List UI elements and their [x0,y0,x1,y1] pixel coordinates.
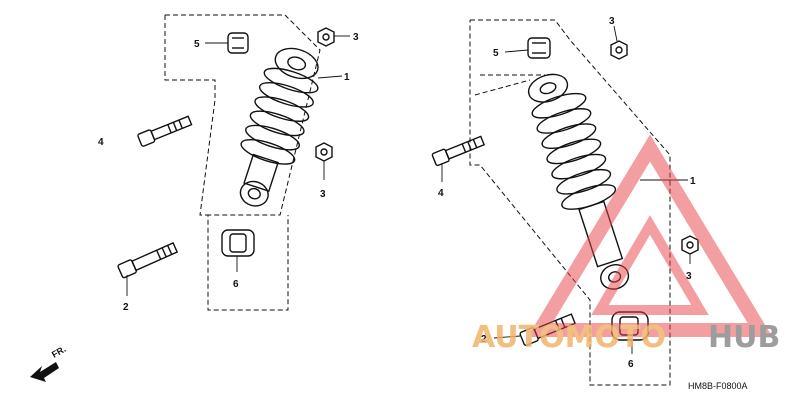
nut-part-3-mid: 3 [315,142,333,200]
watermark-triangle-icon [527,134,773,337]
front-direction-arrow-icon: FR. [30,344,68,382]
label-3-top: 3 [353,32,359,43]
label-2-right: 2 [481,334,487,345]
label-4-right: 4 [438,188,444,199]
label-5: 5 [194,39,200,50]
right-assembly-boundary [469,19,671,386]
bolt-part-4-right [431,135,486,167]
watermark-text-grey: HUB [708,320,780,355]
bushing-part-6: 6 [221,229,255,290]
nut-part-3-top-right: 3 [609,16,628,60]
label-6-left: 6 [233,279,239,290]
diagram-code: HM8B-F0800A [688,381,748,391]
label-1-right: 1 [690,176,696,187]
left-assembly-boundary [165,14,321,311]
bushing-part-5-right: 5 [493,37,551,59]
bushing-part-5: 5 [194,32,249,54]
nut-part-3-mid-right: 3 [681,235,699,282]
label-3-top-right: 3 [609,16,615,27]
watermark-text-red: AUTOMOTO [472,320,666,355]
label-1-left: 1 [344,72,350,83]
front-direction-label: FR. [50,344,68,360]
shock-absorber-part-1 [239,47,319,207]
watermark: AUTOMOTO HUB [472,134,780,355]
label-3-mid: 3 [320,189,326,200]
label-5-right: 5 [493,48,499,59]
bolt-part-2 [117,241,179,279]
label-3-mid-right: 3 [686,271,692,282]
label-4: 4 [98,137,104,148]
nut-part-3-top: 3 [317,27,359,47]
label-6-right: 6 [628,359,634,370]
bolt-part-4 [137,115,193,147]
left-assembly: 5 3 1 [30,14,359,382]
label-2-left: 2 [123,302,129,313]
